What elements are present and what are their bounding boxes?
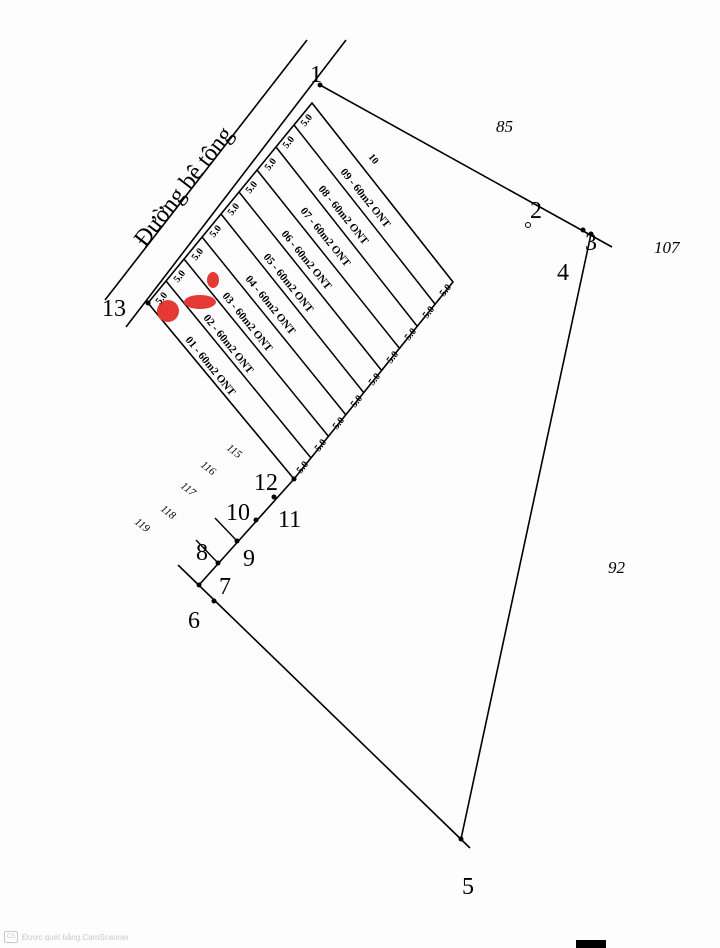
- svg-text:5.0: 5.0: [281, 134, 297, 151]
- svg-text:118: 118: [158, 503, 178, 522]
- black-mark: [576, 940, 606, 948]
- lot-width-labels-back: 5.0 5.0 5.0 5.0 5.0 5.0 5.0 5.0 5.0: [295, 282, 454, 476]
- svg-text:107: 107: [654, 238, 681, 257]
- svg-text:6: 6: [188, 608, 200, 634]
- svg-text:5.0: 5.0: [208, 223, 224, 240]
- svg-text:92: 92: [608, 558, 626, 577]
- road-edge-outer: [104, 39, 308, 301]
- svg-text:9: 9: [243, 546, 255, 572]
- svg-text:117: 117: [178, 480, 198, 499]
- tick-9: [214, 517, 238, 542]
- boundary-4-5: [460, 233, 592, 840]
- svg-text:11: 11: [278, 507, 301, 533]
- svg-text:5.0: 5.0: [226, 201, 242, 218]
- svg-text:7: 7: [219, 574, 231, 600]
- svg-text:115: 115: [224, 442, 244, 461]
- neighbor-parcel-labels: 85 107 92: [496, 117, 681, 577]
- road-edge-inner: [125, 39, 347, 328]
- boundary-6-5: [177, 564, 471, 849]
- svg-text:12: 12: [254, 470, 278, 496]
- svg-text:10: 10: [226, 500, 250, 526]
- svg-text:8: 8: [196, 540, 208, 566]
- svg-text:5.0: 5.0: [263, 156, 279, 173]
- svg-text:5.0: 5.0: [244, 179, 260, 196]
- lot-width-labels-front: 5.0 5.0 5.0 5.0 5.0 5.0 5.0 5.0 5.0: [154, 112, 315, 307]
- svg-text:2: 2: [530, 198, 542, 224]
- point-labels: 1 2 3 4 5 6 7 8 9 10 11 12 13: [102, 62, 597, 900]
- boundary-1-3: [319, 84, 613, 248]
- lot-dividers: [165, 124, 436, 459]
- svg-text:116: 116: [198, 459, 218, 478]
- lots-block: [146, 101, 455, 481]
- svg-text:5: 5: [462, 874, 474, 900]
- svg-text:85: 85: [496, 117, 513, 136]
- svg-text:119: 119: [132, 516, 152, 535]
- vertex-markers: [145, 82, 594, 842]
- svg-text:13: 13: [102, 296, 126, 322]
- svg-text:3: 3: [585, 230, 597, 256]
- red-marker: [157, 272, 219, 322]
- svg-text:4: 4: [557, 260, 569, 286]
- boundary-12-7: [198, 478, 295, 586]
- scanner-watermark: CS Được quét bằng CamScanner: [4, 930, 129, 944]
- tick-8: [195, 539, 219, 564]
- svg-text:1: 1: [310, 62, 322, 88]
- svg-text:5.0: 5.0: [299, 112, 315, 129]
- parcel-10-label: 10: [366, 152, 381, 167]
- watermark-text: Được quét bằng CamScanner: [22, 932, 130, 942]
- camscanner-logo-icon: CS: [4, 931, 18, 943]
